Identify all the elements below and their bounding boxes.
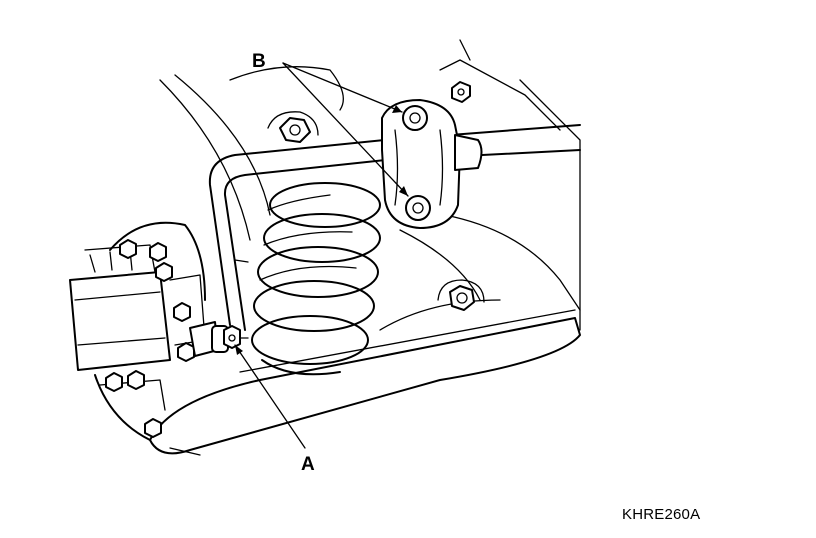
figure-code: KHRE260A [622, 506, 701, 523]
caliper-bolts [105, 239, 195, 438]
stabilizer-bar [208, 124, 581, 331]
callout-label-b: B [252, 51, 266, 72]
frame-bolt [267, 111, 319, 143]
arm-bolt [437, 279, 485, 311]
upper-bolt [451, 81, 471, 103]
coil-spring [251, 182, 381, 376]
stabilizer-bracket [381, 99, 483, 229]
stabilizer-link [189, 321, 249, 357]
lower-control-arm [149, 299, 581, 456]
callout-leaders [234, 62, 409, 449]
callout-label-a: A [301, 454, 315, 475]
body-outline [159, 39, 581, 331]
